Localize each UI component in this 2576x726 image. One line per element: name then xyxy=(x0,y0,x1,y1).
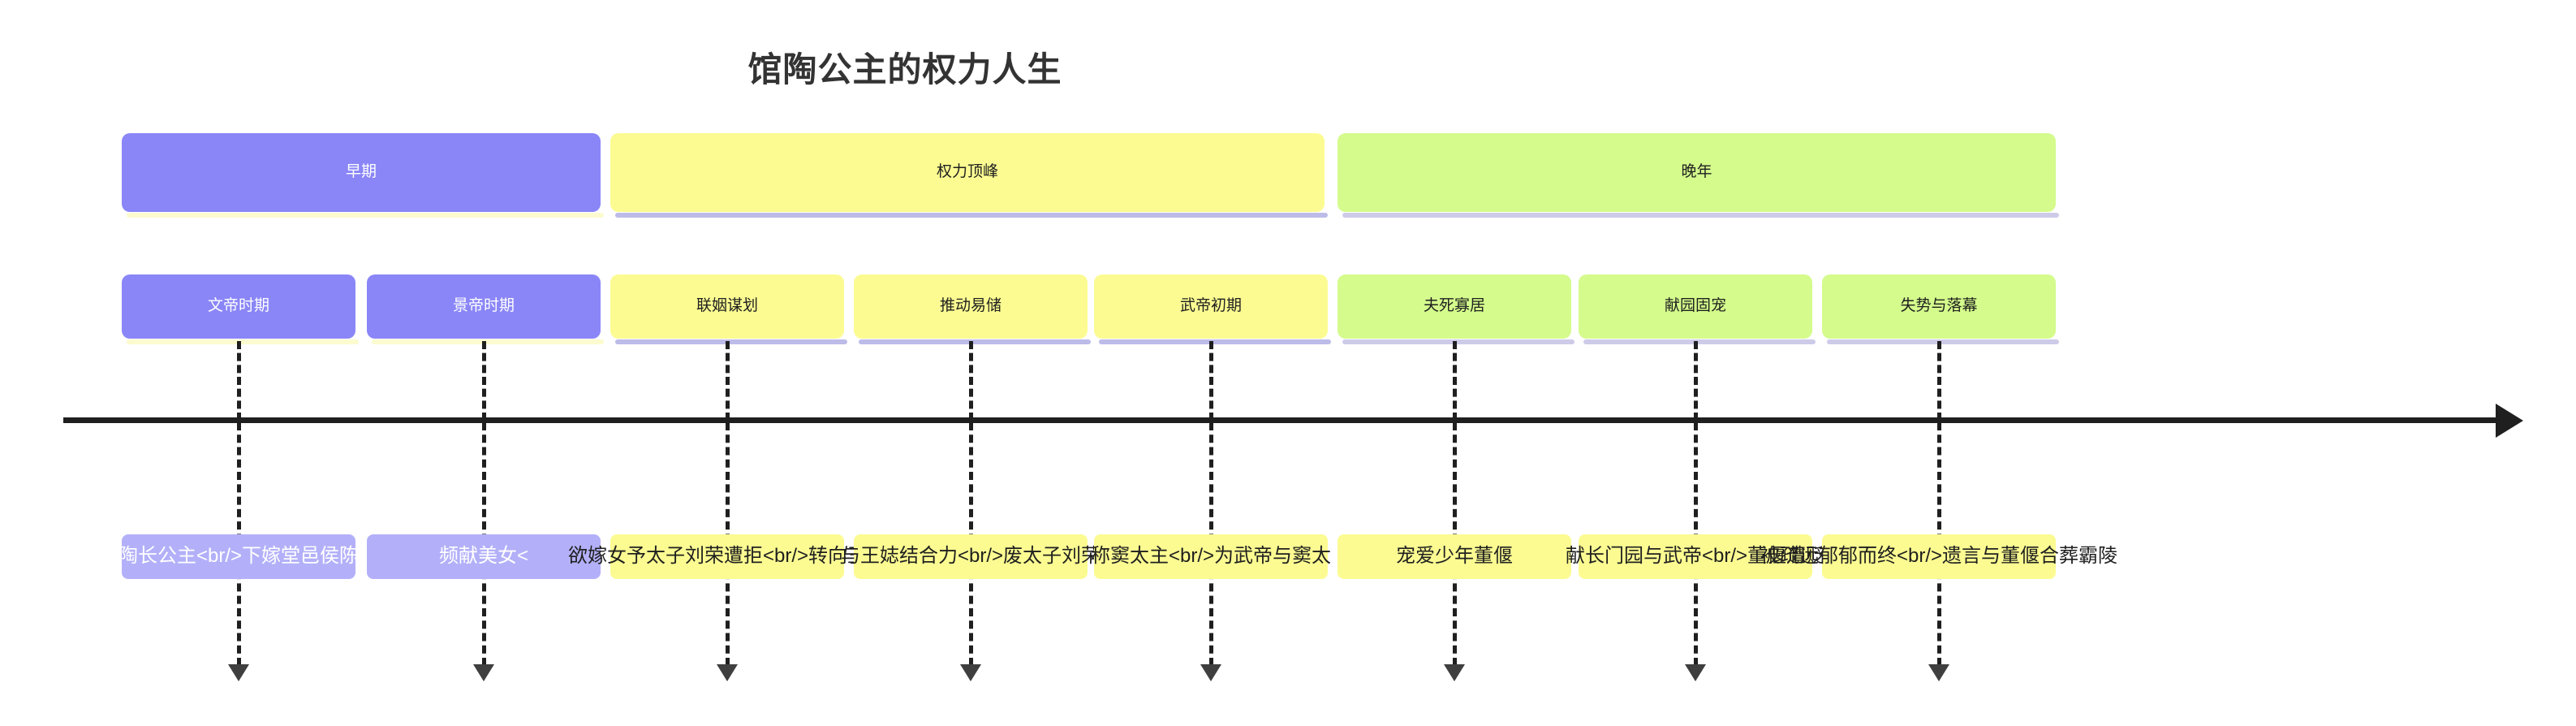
event-label: 与王娡结合力<br/>废太子刘荣 xyxy=(840,545,1101,568)
period-box-3[interactable]: 推动易储 xyxy=(854,274,1091,344)
event-box-7[interactable]: 献长门园与武帝<br/>董偃遭贬 xyxy=(1566,534,1825,579)
period-box-4[interactable]: 武帝初期 xyxy=(1094,274,1331,344)
section-box-label: 权力顶峰 xyxy=(936,163,998,181)
event-box-2[interactable]: 欲嫁女予太子刘荣遭拒<br/>转向王娡 xyxy=(568,534,886,579)
period-box-label: 武帝初期 xyxy=(1179,297,1242,315)
box-shadow-strip xyxy=(615,213,1328,218)
period-box-label: 文帝时期 xyxy=(207,297,269,315)
box-shadow-strip xyxy=(1583,339,1816,344)
tick-arrow-icon-6 xyxy=(1685,664,1706,681)
box-shadow-strip xyxy=(859,339,1091,344)
tick-dash-upper-3 xyxy=(969,341,973,421)
period-box-0[interactable]: 文帝时期 xyxy=(122,274,359,344)
period-box-1[interactable]: 景帝时期 xyxy=(367,274,604,344)
timeline-axis-arrow-icon xyxy=(2496,404,2523,438)
box-shadow-strip xyxy=(1099,339,1331,344)
event-label: 被疏远郁郁而终<br/>遗言与董偃合葬霸陵 xyxy=(1760,545,2118,568)
event-box-0[interactable]: 馆陶长公主<br/>下嫁堂邑侯陈午 xyxy=(99,534,378,579)
period-box-7[interactable]: 失势与落幕 xyxy=(1822,274,2059,344)
period-box-6[interactable]: 献园固宠 xyxy=(1579,274,1816,344)
box-shadow-strip xyxy=(372,339,604,344)
tick-dash-upper-2 xyxy=(726,341,730,421)
page-title: 馆陶公主的权力人生 xyxy=(747,50,1062,89)
box-shadow-strip xyxy=(1827,339,2059,344)
period-box-2[interactable]: 联姻谋划 xyxy=(610,274,847,344)
period-box-5[interactable]: 夫死寡居 xyxy=(1338,274,1574,344)
event-box-5[interactable]: 称窦太主<br/>为武帝与窦太 xyxy=(1090,534,1332,579)
box-shadow-strip xyxy=(1342,213,2059,218)
section-box-label: 早期 xyxy=(345,163,377,181)
timeline-axis-line xyxy=(63,417,2506,423)
tick-arrow-icon-4 xyxy=(1200,664,1221,681)
tick-arrow-icon-1 xyxy=(473,664,494,681)
period-box-label: 景帝时期 xyxy=(452,297,515,315)
event-label: 宠爱少年董偃 xyxy=(1396,545,1513,568)
box-shadow-strip xyxy=(127,213,604,218)
section-box-2[interactable]: 晚年 xyxy=(1338,133,2059,218)
tick-dash-upper-5 xyxy=(1453,341,1457,421)
event-box-9[interactable]: 被疏远郁郁而终<br/>遗言与董偃合葬霸陵 xyxy=(1760,534,2117,579)
event-box-6[interactable]: 宠爱少年董偃 xyxy=(1338,534,1571,579)
tick-dash-upper-6 xyxy=(1694,341,1698,421)
period-box-label: 联姻谋划 xyxy=(696,297,758,315)
event-box-1[interactable]: 频献美女< xyxy=(367,534,601,579)
tick-arrow-icon-7 xyxy=(1928,664,1949,681)
box-shadow-strip xyxy=(615,339,847,344)
box-shadow-strip xyxy=(127,339,359,344)
period-box-label: 推动易储 xyxy=(939,297,1002,315)
event-box-3[interactable]: 与王娡结合力<br/>废太子刘荣 xyxy=(841,534,1101,579)
event-label: 欲嫁女予太子刘荣遭拒<br/>转向王娡 xyxy=(567,545,887,568)
section-box-0[interactable]: 早期 xyxy=(122,133,604,218)
tick-dash-upper-1 xyxy=(482,341,486,421)
tick-arrow-icon-2 xyxy=(717,664,738,681)
section-box-1[interactable]: 权力顶峰 xyxy=(610,133,1328,218)
period-box-label: 失势与落幕 xyxy=(1900,297,1978,315)
event-label: 称窦太主<br/>为武帝与窦太 xyxy=(1090,545,1332,568)
box-shadow-strip xyxy=(1342,339,1574,344)
tick-arrow-icon-3 xyxy=(960,664,981,681)
tick-arrow-icon-0 xyxy=(228,664,249,681)
event-label: 频献美女< xyxy=(438,545,529,568)
tick-dash-upper-7 xyxy=(1937,341,1941,421)
tick-dash-upper-4 xyxy=(1209,341,1213,421)
event-label: 献长门园与武帝<br/>董偃遭贬 xyxy=(1565,545,1826,568)
tick-dash-upper-0 xyxy=(237,341,241,421)
period-box-label: 献园固宠 xyxy=(1664,297,1726,315)
section-box-label: 晚年 xyxy=(1681,163,1712,181)
event-label: 馆陶长公主<br/>下嫁堂邑侯陈午 xyxy=(98,545,379,568)
tick-arrow-icon-5 xyxy=(1444,664,1465,681)
period-box-label: 夫死寡居 xyxy=(1423,297,1485,315)
